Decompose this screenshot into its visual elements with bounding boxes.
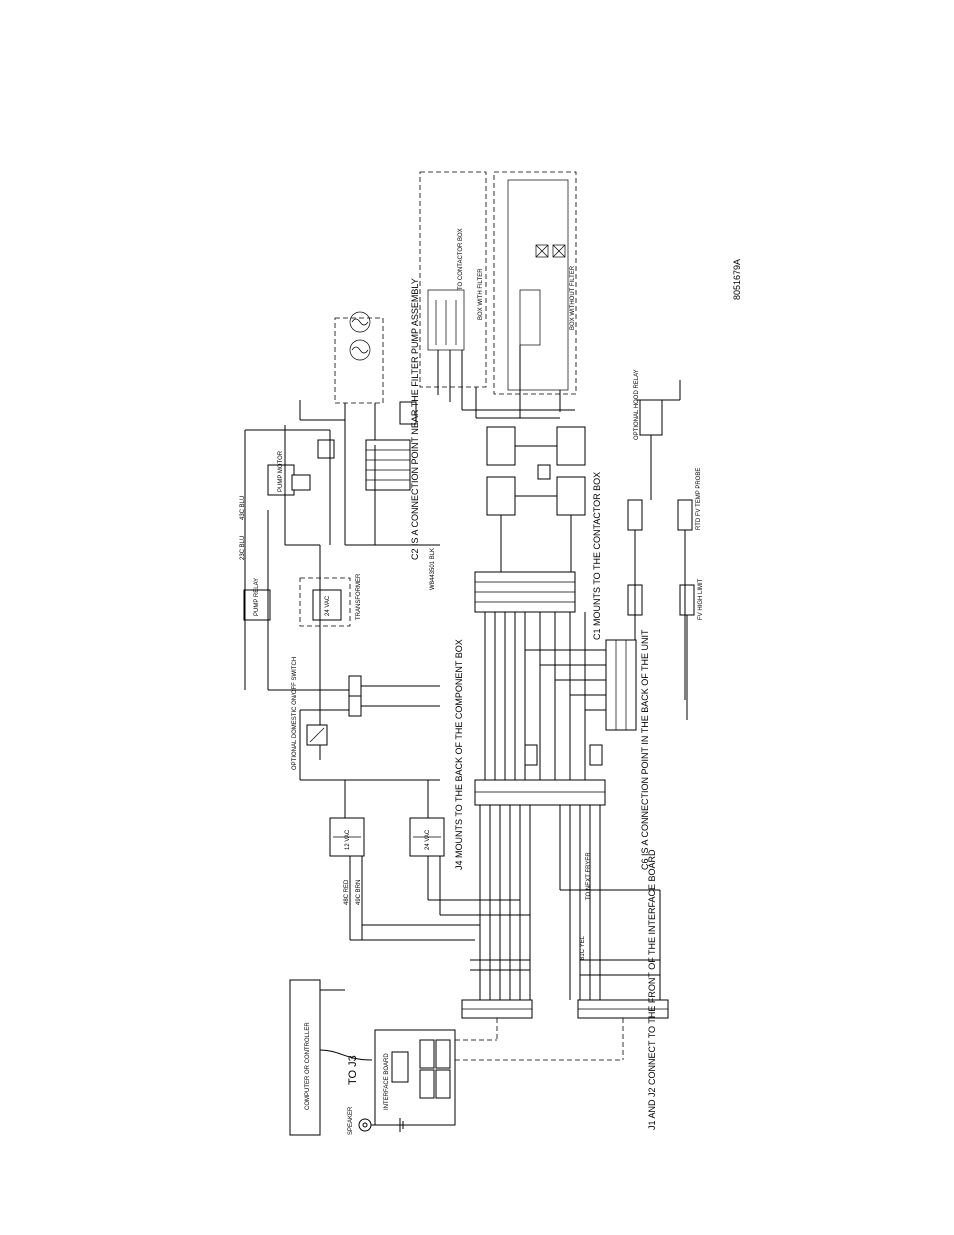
wire-81c-label: 81C YEL xyxy=(580,935,586,960)
probes-and-limits xyxy=(627,380,695,720)
wire-48c-label: 48C RED xyxy=(344,879,350,905)
vac24b-label: 24 VAC xyxy=(425,829,431,850)
wire-43c-label: 43C BLU xyxy=(240,496,246,520)
part-number: 8051679A xyxy=(732,259,742,300)
speaker xyxy=(358,1118,404,1132)
hood-relay-label: OPTIONAL HOOD RELAY xyxy=(634,369,640,440)
hood-relay-box xyxy=(639,399,663,436)
vac24-label: 24 VAC xyxy=(325,595,331,616)
t1-t2-terminals xyxy=(268,675,440,780)
pump-section xyxy=(243,400,440,690)
j1-j2-connectors xyxy=(455,999,669,1061)
interface-board-label: INTERFACE BOARD xyxy=(384,1053,390,1110)
wire-23c-label: 23C BLU xyxy=(240,536,246,560)
contactor-modules xyxy=(486,426,586,572)
optional-switch-label: OPTIONAL DOMESTIC ON/OFF SWITCH xyxy=(292,657,298,770)
computer-controller xyxy=(289,979,373,1136)
pump-motor-box xyxy=(267,464,295,496)
j1j2-note: J1 AND J2 CONNECT TO THE FRONT OF THE IN… xyxy=(647,849,657,1130)
to-j3-label: TO J3 xyxy=(347,1055,359,1085)
computer-label: COMPUTER OR CONTROLLER xyxy=(305,1022,311,1110)
temp-probe-label: RTD FV TEMP PROBE xyxy=(696,468,702,530)
high-limit-label: FV HIGH LIMIT xyxy=(698,578,704,620)
text-labels: C2 IS A CONNECTION POINT NEAR THE FILTER… xyxy=(240,228,742,1135)
computer-box xyxy=(289,979,321,1136)
c6-note: C6 IS A CONNECTION POINT IN THE BACK OF … xyxy=(640,629,650,870)
j4-note: J4 MOUNTS TO THE BACK OF THE COMPONENT B… xyxy=(454,639,464,870)
speaker-icon xyxy=(358,1118,372,1132)
vac12-label: 12 VAC xyxy=(345,829,351,850)
to-contactor-box-label: TO CONTACTOR BOX xyxy=(458,228,464,290)
pump-relay-box xyxy=(243,589,271,621)
pump-motor-label: PUMP MOTOR xyxy=(278,450,284,492)
c2-note: C2 IS A CONNECTION POINT NEAR THE FILTER… xyxy=(410,278,420,560)
c1-note: C1 MOUNTS TO THE CONTACTOR BOX xyxy=(592,472,602,640)
interface-board xyxy=(374,1029,456,1126)
transformer-label: TRANSFORMER xyxy=(356,573,362,620)
to-next-fryer-label: TO NEXT FRYER xyxy=(586,852,592,900)
pump-relay-label: PUMP RELAY xyxy=(254,578,260,616)
solenoid-assembly xyxy=(334,311,417,445)
w8443501-label: W8443501 BLK xyxy=(430,548,436,590)
contactor-boxes xyxy=(419,171,577,419)
wire-49c-label: 49C BRN xyxy=(356,880,362,905)
transformer-box xyxy=(312,589,342,621)
transformers xyxy=(300,779,480,941)
box-with-filter-label: BOX WITH FILTER xyxy=(478,268,484,320)
c6-connector xyxy=(605,639,637,731)
lower-bus xyxy=(428,890,661,1000)
j4-connector xyxy=(474,779,606,806)
box-without-filter-label: BOX WITHOUT FILTER xyxy=(570,265,576,330)
speaker-label: SPEAKER xyxy=(348,1106,354,1135)
connectors xyxy=(474,571,660,1000)
